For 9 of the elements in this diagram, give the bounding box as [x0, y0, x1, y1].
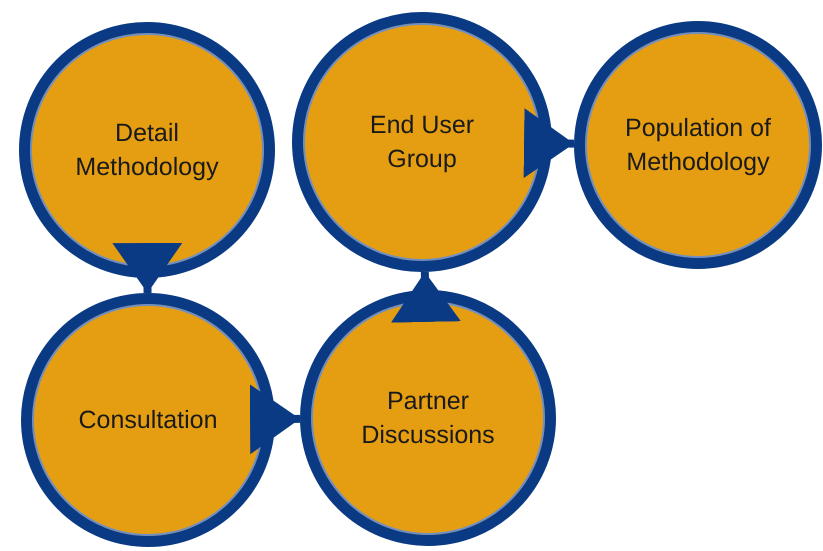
pointer-arrow	[390, 272, 461, 323]
pointer-arrow	[250, 384, 300, 454]
node-label: Detail Methodology	[74, 118, 220, 183]
pointer-arrow	[524, 108, 574, 178]
node-label: End User Group	[368, 110, 476, 175]
pointer-arrow	[112, 242, 182, 294]
node-label: Consultation	[78, 405, 218, 436]
node-label: Partner Discussions	[360, 386, 496, 451]
node-label: Population of Methodology	[624, 113, 772, 178]
